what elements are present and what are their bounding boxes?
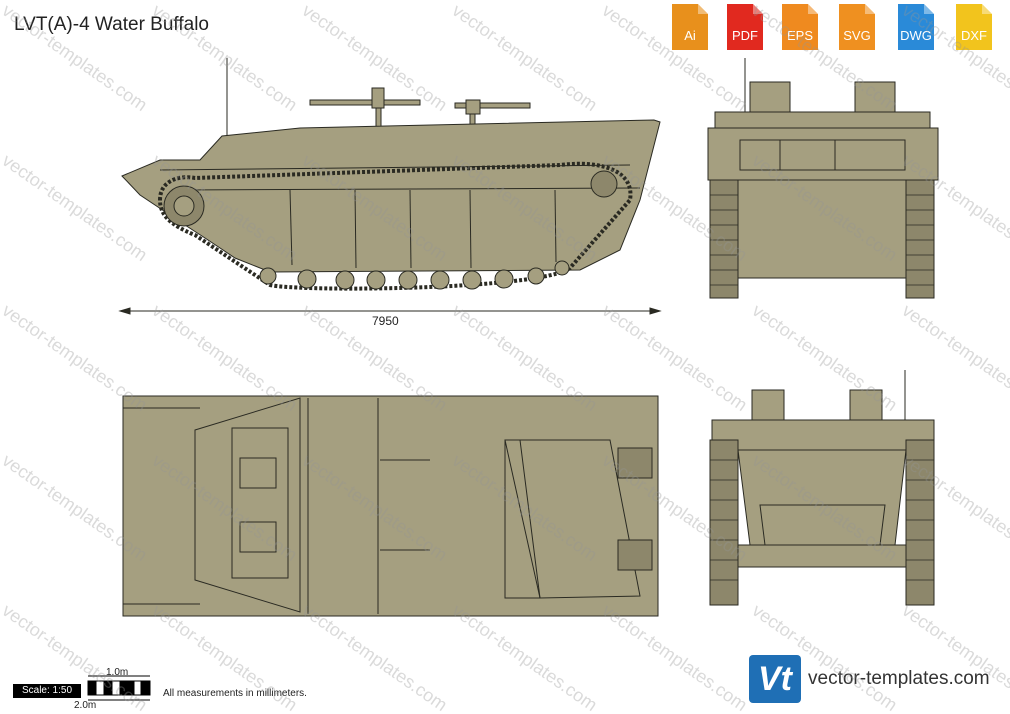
top-hatch-rear (239, 521, 277, 553)
format-label: DWG (900, 28, 932, 43)
top-view (122, 395, 659, 617)
scale-one-meter: 1.0m (106, 667, 129, 678)
front-view (707, 58, 939, 299)
dimension-line (118, 307, 662, 315)
rear-hull-top (711, 419, 935, 451)
format-label: DXF (961, 28, 987, 43)
ai-file-icon[interactable]: Ai (672, 4, 708, 50)
top-grille-rear (617, 539, 653, 571)
format-label: PDF (732, 28, 758, 43)
front-track-left (709, 179, 739, 299)
length-dimension: 7950 (372, 314, 399, 328)
side-track (157, 161, 633, 291)
format-label: EPS (786, 28, 813, 43)
side-hull (121, 119, 661, 273)
scale-bar (87, 675, 151, 701)
page-title: LVT(A)-4 Water Buffalo (14, 14, 209, 35)
scale-label: Scale: 1:50 (13, 684, 81, 698)
format-label: SVG (843, 28, 871, 43)
brand-logo[interactable]: Vt (749, 655, 801, 703)
front-hull (707, 127, 939, 181)
dxf-file-icon[interactable]: DXF (956, 4, 992, 50)
road-wheels (259, 260, 570, 290)
eps-file-icon[interactable]: EPS (782, 4, 818, 50)
site-name[interactable]: vector-templates.com (808, 668, 990, 689)
rear-track-right (905, 439, 935, 606)
rear-view (709, 370, 935, 606)
front-track-right (905, 179, 935, 299)
svg-file-icon[interactable]: SVG (839, 4, 875, 50)
idler-wheel (590, 170, 618, 198)
dwg-file-icon[interactable]: DWG (898, 4, 934, 50)
top-hatch-front (239, 457, 277, 489)
top-grille-front (617, 447, 653, 479)
scale-two-meter: 2.0m (74, 700, 97, 711)
format-label: Ai (684, 28, 696, 43)
machine-gun-rear (454, 99, 531, 131)
pdf-file-icon[interactable]: PDF (727, 4, 763, 50)
machine-gun-front (309, 87, 421, 131)
rear-track-left (709, 439, 739, 606)
measurement-note: All measurements in millimeters. (163, 688, 307, 699)
side-view (121, 58, 661, 291)
